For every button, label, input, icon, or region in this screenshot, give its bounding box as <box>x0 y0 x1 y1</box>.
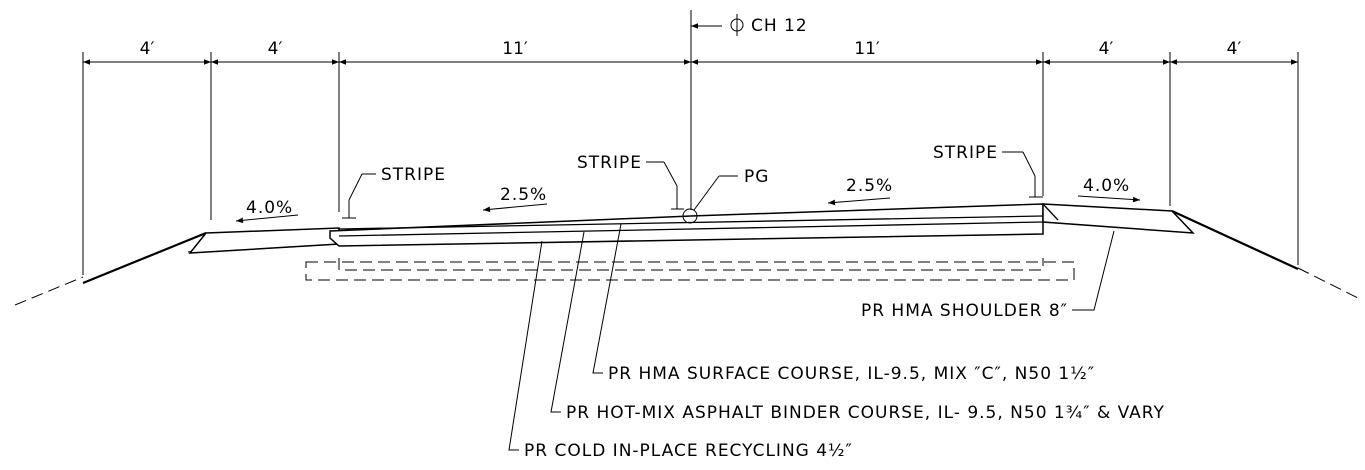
dimension-label: 4′ <box>1227 39 1242 59</box>
stripe-right <box>1002 151 1043 198</box>
side-slopes <box>82 210 1299 285</box>
dimension-label: 11′ <box>854 39 880 59</box>
mainline-pavement <box>329 203 1044 247</box>
callout-shoulder: PR HMA SHOULDER 8″ <box>861 301 1068 321</box>
stripe-center <box>646 161 684 210</box>
profile-grade-point <box>682 208 698 224</box>
callout-binder-course: PR HOT-MIX ASPHALT BINDER COURSE, IL- 9.… <box>566 403 1165 423</box>
callout-recycling: PR COLD IN-PLACE RECYCLING 4½″ <box>524 441 853 461</box>
dimension-label: 4′ <box>1099 39 1114 59</box>
centerline-symbol <box>730 14 744 36</box>
slope-label-right-shoulder: 4.0% <box>1083 176 1130 196</box>
slope-label-right-lane: 2.5% <box>846 176 893 196</box>
dimension-label: 4′ <box>268 39 283 59</box>
stripe-label-left: STRIPE <box>381 165 446 185</box>
dimension-label: 4′ <box>140 39 155 59</box>
callout-leaders <box>508 223 1115 451</box>
dimension-label: 11′ <box>502 39 528 59</box>
stripe-label-right: STRIPE <box>933 143 998 163</box>
right-shoulder <box>1042 203 1195 234</box>
pavement-section <box>188 203 1195 254</box>
left-shoulder <box>188 227 340 254</box>
extension-lines <box>82 52 1299 275</box>
slope-label-left-shoulder: 4.0% <box>246 198 293 218</box>
callout-surface-course: PR HMA SURFACE COURSE, IL-9.5, MIX ″C″, … <box>608 364 1095 384</box>
slope-label-left-lane: 2.5% <box>500 185 547 205</box>
centerline-label: CH 12 <box>751 16 808 36</box>
stripe-label-center: STRIPE <box>577 153 642 173</box>
stripe-left <box>342 173 376 219</box>
pg-label: PG <box>744 167 769 187</box>
